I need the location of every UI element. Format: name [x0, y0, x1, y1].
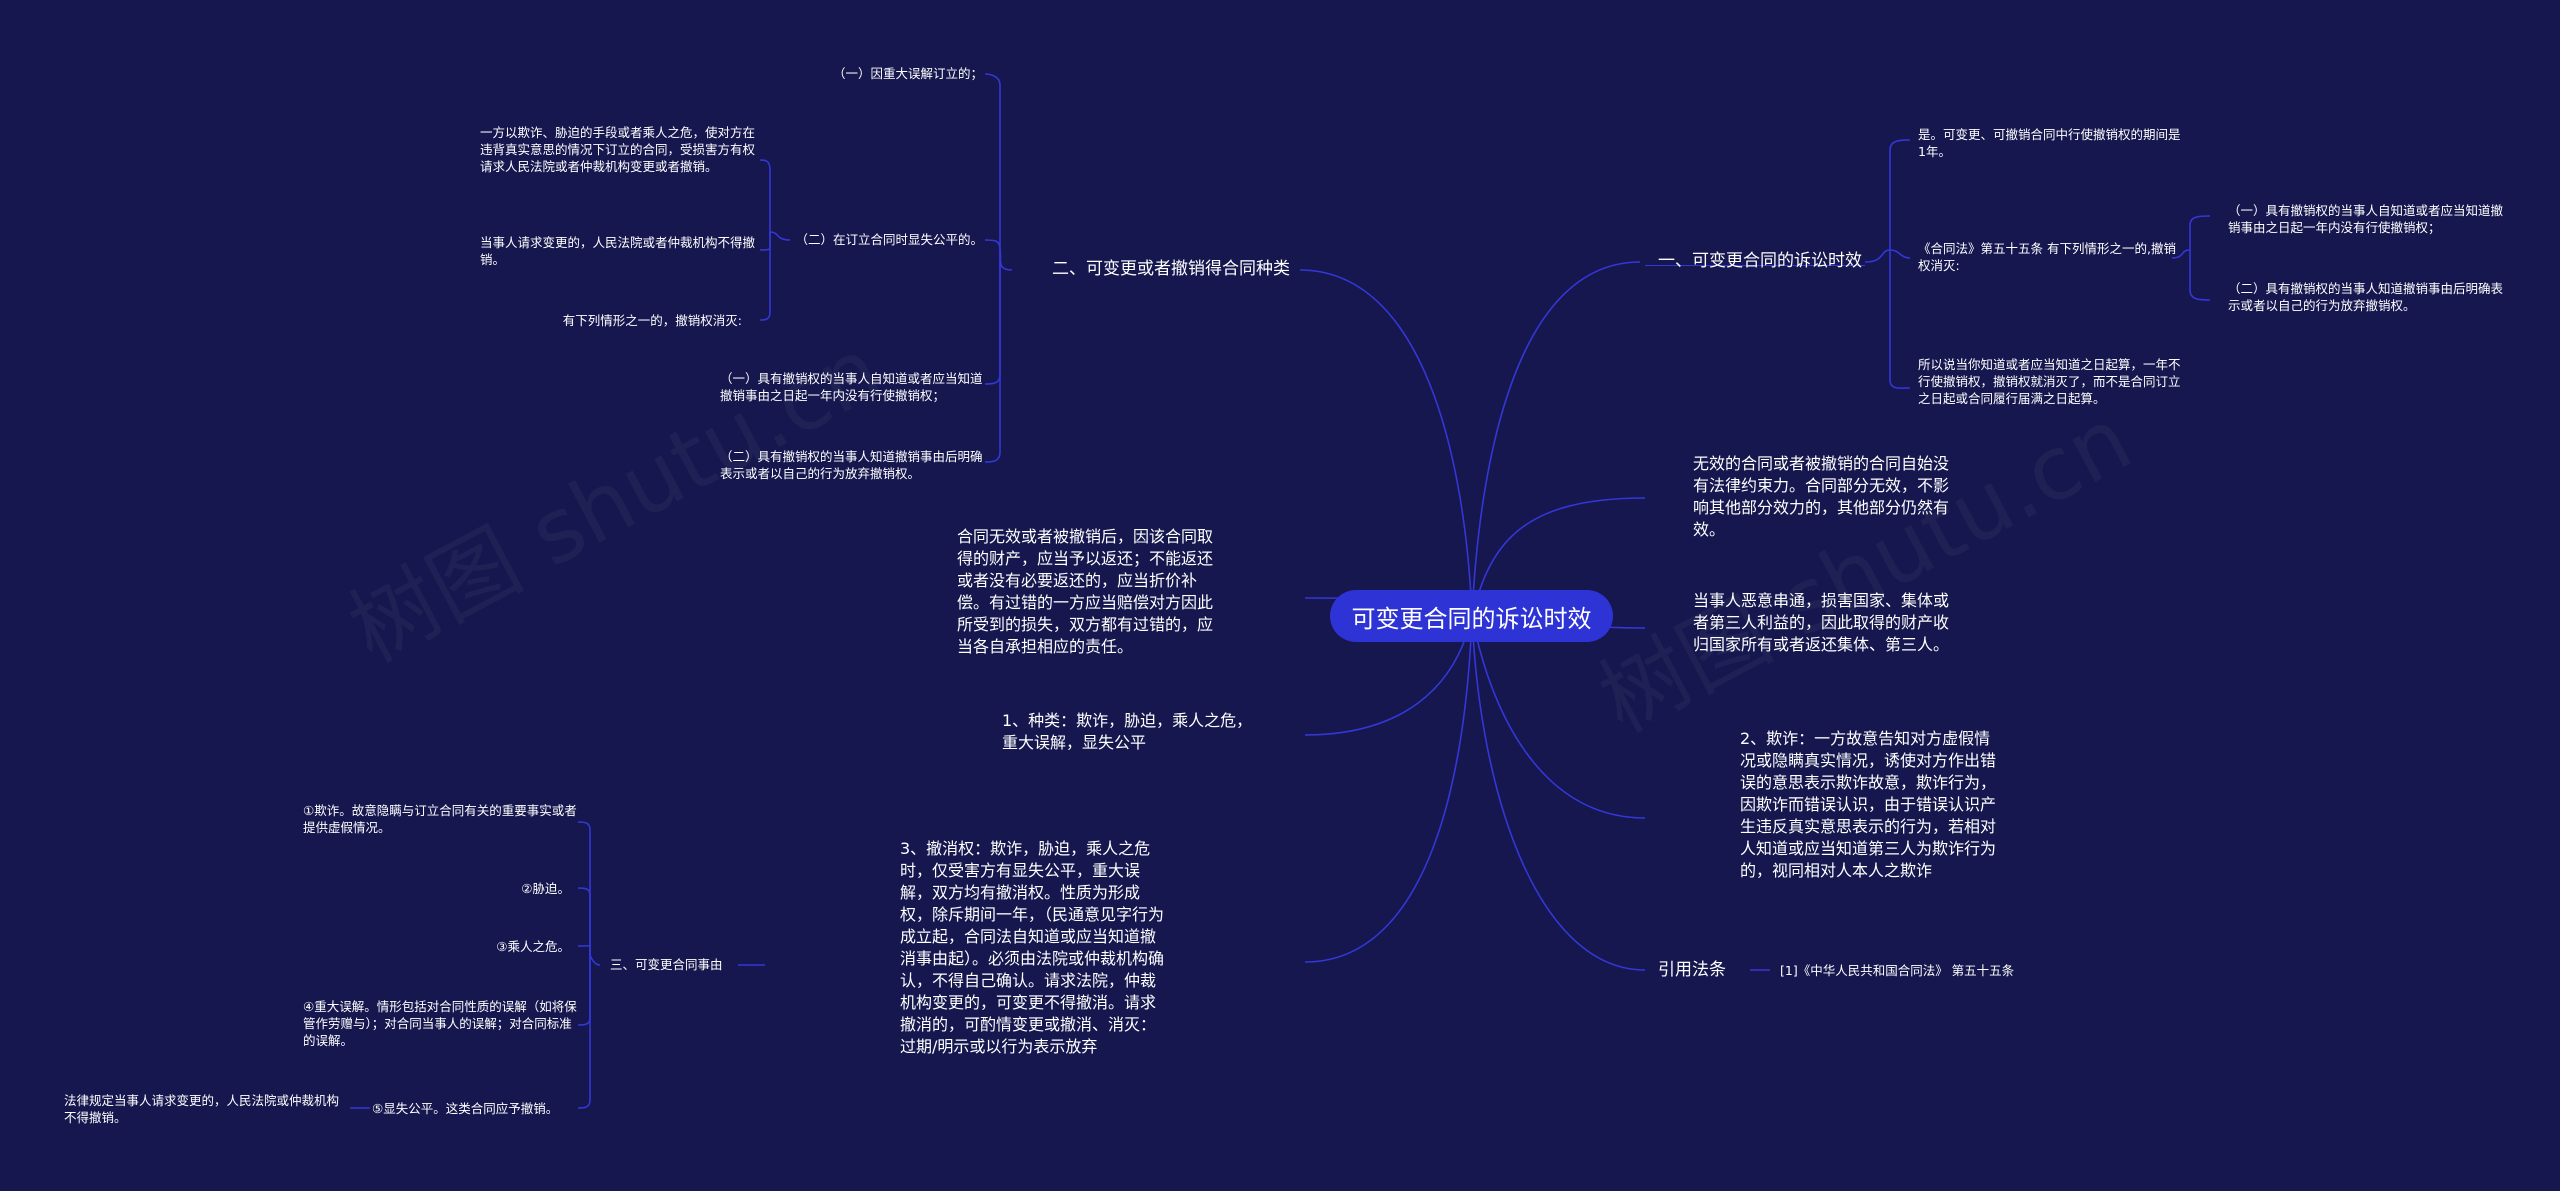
- text-block-collusion: 当事人恶意串通，损害国家、集体或者第三人利益的，因此取得的财产收归国家所有或者返…: [1693, 591, 1950, 654]
- link: [984, 73, 1013, 271]
- leaf-text: ③乘人之危。: [496, 939, 570, 954]
- leaf-law-citation: [1]《中华人民共和国合同法》 第五十五条: [1780, 963, 2015, 978]
- leaf-text: （二）具有撤销权的当事人知道撤销事由后明确表示或者以自己的行为放弃撤销权。: [720, 449, 983, 481]
- leaf-text: ④重大误解。情形包括对合同性质的误解（如将保管作劳赠与）；对合同当事人的误解；对…: [303, 999, 577, 1048]
- link: [984, 250, 1001, 463]
- link: [984, 239, 1001, 251]
- link: [577, 887, 591, 955]
- link: [1471, 615, 1646, 819]
- link: [1889, 250, 1911, 389]
- text-block-fraud: 2、欺诈：一方故意告知对方虚假情况或隐瞒真实情况，诱使对方作出错误的意思表示欺诈…: [1740, 729, 1997, 880]
- leaf-text: （一）具有撤销权的当事人自知道或者应当知道撤销事由之日起一年内没有行使撤销权；: [720, 371, 983, 403]
- leaf-text: 是。可变更、可撤销合同中行使撤销权的期间是1年。: [1918, 127, 2181, 159]
- leaf-text: ②胁迫。: [521, 881, 570, 896]
- link: [577, 955, 591, 1109]
- link: [1864, 139, 1911, 263]
- leaf-text: 《合同法》第五十五条 有下列情形之一的,撤销权消灭:: [1918, 241, 2176, 273]
- link: [1304, 615, 1473, 963]
- link: [1471, 261, 1641, 617]
- link: [1889, 249, 1911, 259]
- root-topic[interactable]: 可变更合同的诉讼时效: [1330, 590, 1613, 642]
- underline: [1645, 265, 1865, 266]
- leaf-text: ①欺诈。故意隐瞒与订立合同有关的重要事实或者提供虚假情况。: [303, 803, 577, 835]
- link: [2171, 215, 2211, 259]
- link: [759, 159, 791, 241]
- text-block-invalid-contract: 无效的合同或者被撤销的合同自始没有法律约束力。合同部分无效，不影响其他部分效力的…: [1693, 454, 1950, 539]
- link: [577, 821, 601, 966]
- leaf-text: ⑤显失公平。这类合同应予撤销。: [372, 1101, 559, 1116]
- link: [577, 955, 591, 1026]
- text-block-types: 1、种类：欺诈，胁迫，乘人之危，重大误解，显失公平: [1002, 711, 1253, 752]
- link: [759, 232, 771, 321]
- leaf-text: 一方以欺诈、胁迫的手段或者乘人之危，使对方在违背真实意思的情况下订立的合同，受损…: [480, 125, 756, 174]
- branch-litigation-period[interactable]: 一、可变更合同的诉讼时效: [1658, 251, 1862, 271]
- link: [984, 250, 1001, 385]
- leaf-text: 当事人请求变更的，人民法院或者仲裁机构不得撤销。: [480, 235, 756, 267]
- branch-contract-types[interactable]: 二、可变更或者撤销得合同种类: [1052, 259, 1290, 279]
- leaf-text: 法律规定当事人请求变更的，人民法院或仲裁机构不得撤销。: [64, 1093, 340, 1125]
- leaf-text: （一）因重大误解订立的；: [832, 66, 983, 81]
- leaf-text: （二）具有撤销权的当事人知道撤销事由后明确表示或者以自己的行为放弃撤销权。: [2228, 281, 2504, 313]
- leaf-text: （二）在订立合同时显失公平的。: [795, 232, 983, 247]
- branch-modification-reasons[interactable]: 三、可变更合同事由: [610, 957, 723, 972]
- link: [2189, 250, 2211, 301]
- text-block-property-return: 合同无效或者被撤销后，因该合同取得的财产，应当予以返还；不能返还或者没有必要返还…: [957, 527, 1214, 656]
- text-block-rescission: 3、撤消权：欺诈，胁迫，乘人之危时，仅受害方有显失公平，重大误解，双方均有撤消权…: [900, 839, 1165, 1056]
- link: [577, 944, 591, 955]
- link: [1304, 615, 1473, 736]
- leaf-text: （一）具有撤销权的当事人自知道或者应当知道撤销事由之日起一年内没有行使撤销权；: [2228, 203, 2504, 235]
- leaf-text: 有下列情形之一的，撤销权消灭:: [562, 313, 742, 328]
- branch-cited-law[interactable]: 引用法条: [1658, 960, 1726, 980]
- link: [1471, 615, 1646, 971]
- leaf-text: 所以说当你知道或者应当知道之日起算，一年不行使撤销权，撤销权就消灭了，而不是合同…: [1918, 357, 2181, 406]
- link: [1299, 269, 1473, 617]
